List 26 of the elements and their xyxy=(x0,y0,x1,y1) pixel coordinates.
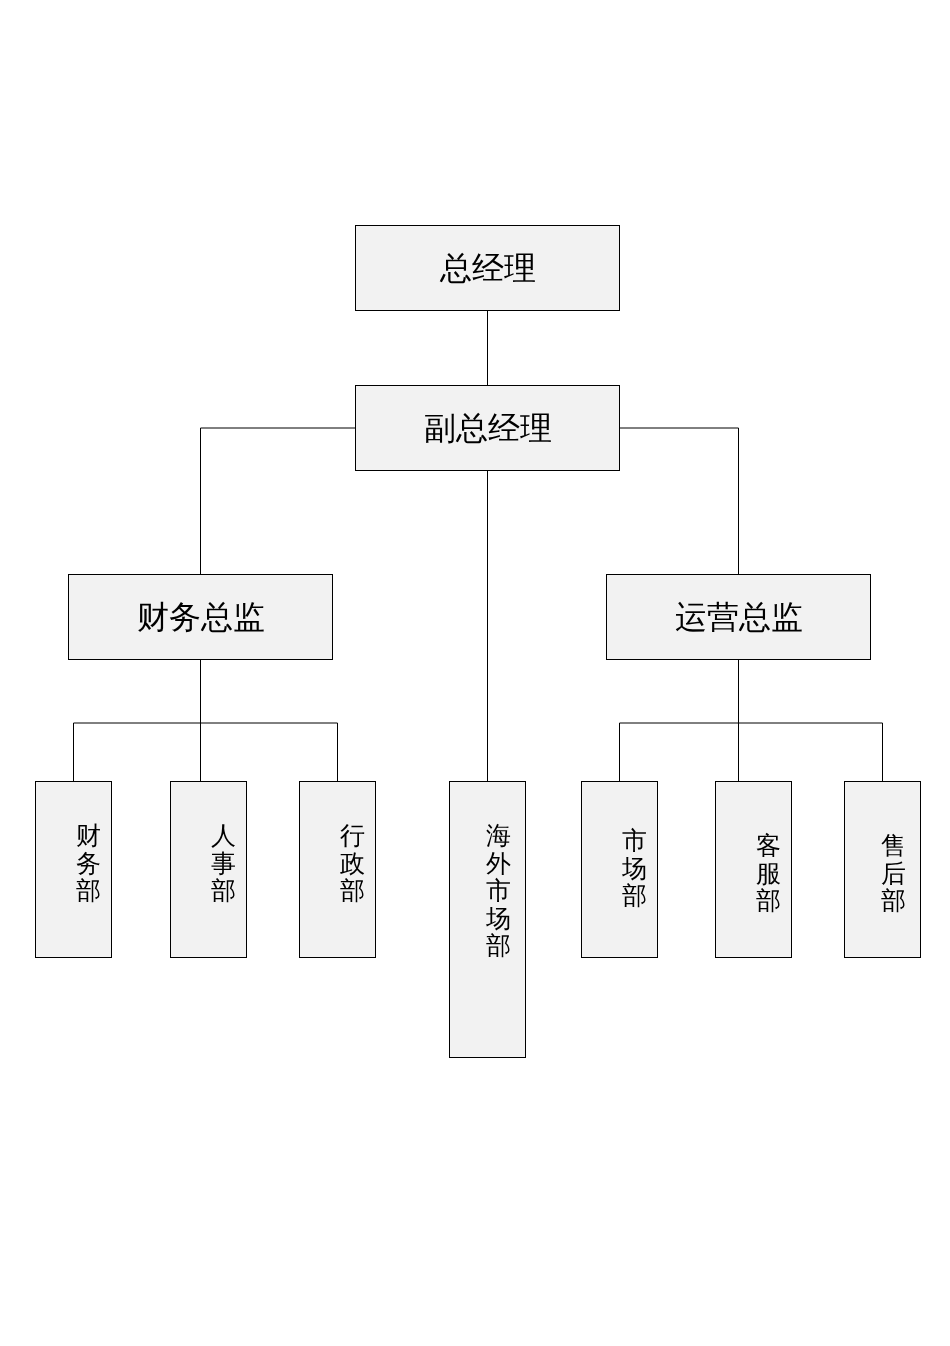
position-box xyxy=(355,385,620,471)
position-title: 总经理 xyxy=(439,248,536,289)
position-title: 副总经理 xyxy=(423,408,552,449)
department-box xyxy=(35,781,112,958)
department-name: 客服部 xyxy=(756,832,781,915)
department-name: 售后部 xyxy=(881,832,906,915)
department-name: 行政部 xyxy=(340,822,365,905)
connector-line xyxy=(200,427,356,575)
department-box xyxy=(449,781,526,1058)
position-box xyxy=(355,225,620,311)
department-box xyxy=(170,781,247,958)
department-box xyxy=(715,781,792,958)
connector-line xyxy=(619,427,739,575)
position-title: 运营总监 xyxy=(674,597,803,638)
department-name: 财务部 xyxy=(76,822,101,905)
connector-line xyxy=(487,470,488,782)
department-box xyxy=(299,781,376,958)
connector-line xyxy=(487,310,488,386)
department-name: 海外市场部 xyxy=(486,822,511,960)
department-box xyxy=(844,781,921,958)
position-title: 财务总监 xyxy=(136,597,265,638)
position-box xyxy=(68,574,333,660)
department-box xyxy=(581,781,658,958)
department-name: 人事部 xyxy=(211,822,236,905)
department-name: 市场部 xyxy=(622,827,647,910)
position-box xyxy=(606,574,871,660)
